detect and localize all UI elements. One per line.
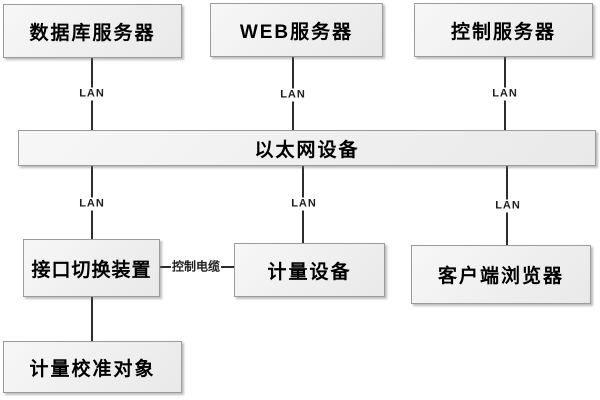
node-database-server-label: 数据库服务器 [29,22,156,44]
node-web-server-label: WEB服务器 [239,21,354,43]
lan-label: LAN [77,197,107,211]
node-web-server: WEB服务器 [210,3,383,57]
node-metering-device-label: 计量设备 [267,261,352,283]
lan-label: LAN [278,88,308,102]
lan-label: LAN [490,87,520,101]
connector-interface-calibration [91,297,93,341]
node-ethernet-device-label: 以太网设备 [254,139,360,161]
control-cable-label: 控制电缆 [170,259,222,274]
node-client-browser-label: 客户端浏览器 [437,266,564,287]
lan-label: LAN [289,197,319,211]
node-calibration-object-label: 计量校准对象 [29,358,156,380]
node-control-server: 控制服务器 [414,3,593,57]
lan-label: LAN [77,87,107,101]
node-metering-device: 计量设备 [234,243,385,297]
node-interface-switch-label: 接口切换装置 [31,259,152,281]
node-control-server-label: 控制服务器 [450,21,556,43]
node-client-browser: 客户端浏览器 [411,245,591,304]
node-calibration-object: 计量校准对象 [3,341,182,393]
node-ethernet-device: 以太网设备 [18,130,596,166]
node-interface-switch: 接口切换装置 [23,239,160,297]
lan-label: LAN [493,199,523,213]
node-database-server: 数据库服务器 [3,4,182,58]
